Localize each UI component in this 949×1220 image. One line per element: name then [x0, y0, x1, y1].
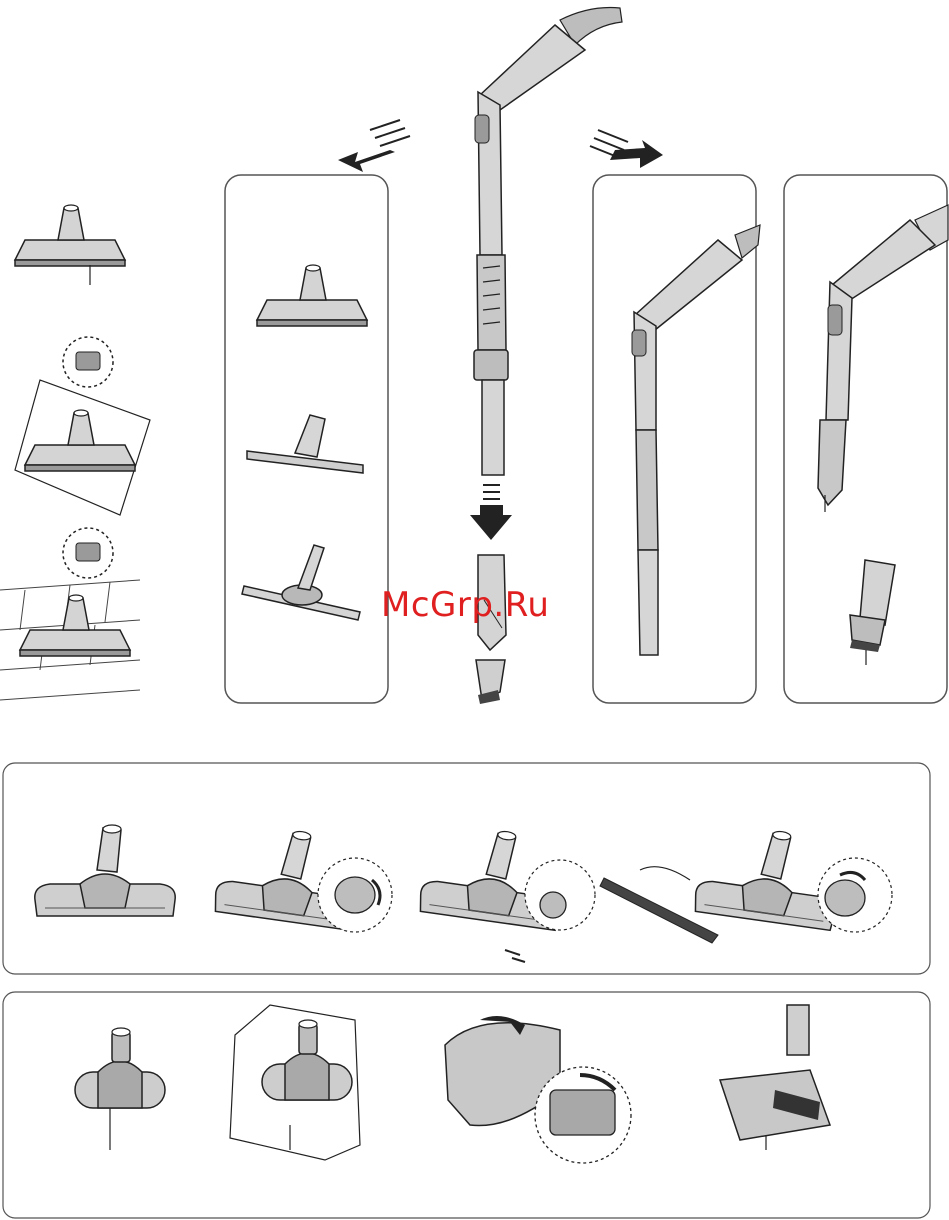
- arrow-to-nozzles: [338, 120, 410, 172]
- panel-nozzle-options: [225, 175, 388, 703]
- open-mini-turbo: [720, 1005, 830, 1150]
- mini-turbo-brush: [75, 1028, 165, 1150]
- open-cover: [213, 821, 392, 932]
- panel-accessory-on-handle: [784, 175, 948, 703]
- floor-nozzle-left-column: [0, 205, 150, 700]
- remove-roller: [418, 821, 595, 962]
- panel-mini-turbo-steps: [3, 992, 930, 1218]
- combination-floor-nozzle: [257, 265, 367, 326]
- floor-nozzle-on-hard-floor: [0, 528, 140, 700]
- floor-nozzle-basic: [15, 205, 125, 285]
- wood-floor-nozzle: [242, 545, 360, 620]
- mini-turbo-on-rug: [230, 1005, 360, 1160]
- rotate-cover: [445, 1016, 631, 1163]
- dusting-brush: [476, 660, 505, 704]
- watermark-text: McGrp.Ru: [381, 585, 549, 625]
- telescopic-tube: [474, 8, 622, 476]
- parquet-nozzle: [247, 415, 363, 473]
- arrow-to-extension: [590, 130, 663, 168]
- floor-nozzle-on-carpet: [15, 337, 150, 515]
- panel-turbo-brush-steps: [3, 763, 930, 974]
- close-cover: [693, 821, 892, 932]
- turbo-brush: [35, 825, 175, 916]
- panel-extended-tube: [593, 175, 760, 703]
- arrow-down: [470, 485, 512, 540]
